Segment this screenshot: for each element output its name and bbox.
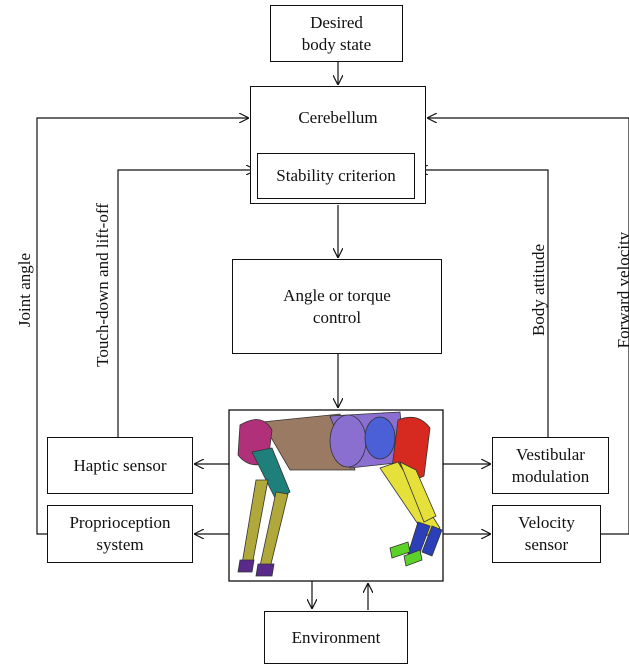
joint-angle-label: Joint angle xyxy=(15,252,34,328)
velocity-sensor-label: Velocity sensor xyxy=(518,513,575,554)
stability-criterion-box: Stability criterion xyxy=(257,153,415,199)
arrow-joint-angle-loop xyxy=(36,118,248,535)
stability-criterion-label: Stability criterion xyxy=(276,166,396,185)
robot-front-thigh-back xyxy=(399,461,437,523)
robot-torso xyxy=(261,413,356,471)
arrow-forward-velocity-loop xyxy=(428,118,629,535)
proprioception-system-box: Proprioception system xyxy=(47,505,193,563)
robot-hip-joint-mid xyxy=(329,414,367,468)
arrow-body-attitude-loop xyxy=(419,170,549,437)
proprioception-system-label: Proprioception system xyxy=(69,513,171,554)
robot-front-foot-a xyxy=(389,541,411,559)
environment-label: Environment xyxy=(291,627,381,647)
velocity-sensor-box: Velocity sensor xyxy=(492,505,601,563)
robot-hip-joint-front xyxy=(364,416,396,460)
touch-down-lift-off-label: Touch-down and lift-off xyxy=(93,203,112,367)
robot-illustration xyxy=(228,409,444,582)
angle-torque-control-box: Angle or torque control xyxy=(232,259,442,354)
cerebellum-label: Cerebellum xyxy=(298,108,378,127)
robot-rear-thigh xyxy=(251,447,291,501)
arrow-touchdown-loop xyxy=(117,170,255,437)
body-attitude-label: Body attitude xyxy=(529,243,548,337)
connectors xyxy=(36,62,629,610)
desired-body-state-box: Desired body state xyxy=(270,5,403,62)
robot-front-foot-b xyxy=(403,549,423,567)
haptic-sensor-label: Haptic sensor xyxy=(73,455,167,475)
environment-box: Environment xyxy=(264,611,408,664)
robot-rear-foot-b xyxy=(255,563,275,577)
vestibular-modulation-box: Vestibular modulation xyxy=(492,437,609,494)
vestibular-modulation-label: Vestibular modulation xyxy=(511,444,590,486)
angle-torque-control-label: Angle or torque control xyxy=(283,285,391,327)
robot-rear-foot-a xyxy=(237,559,255,573)
haptic-sensor-box: Haptic sensor xyxy=(47,437,193,494)
desired-body-state-label: Desired body state xyxy=(301,12,372,54)
robot-front-shin-b xyxy=(421,525,443,557)
forward-velocity-label: Forward velocity xyxy=(614,231,629,349)
